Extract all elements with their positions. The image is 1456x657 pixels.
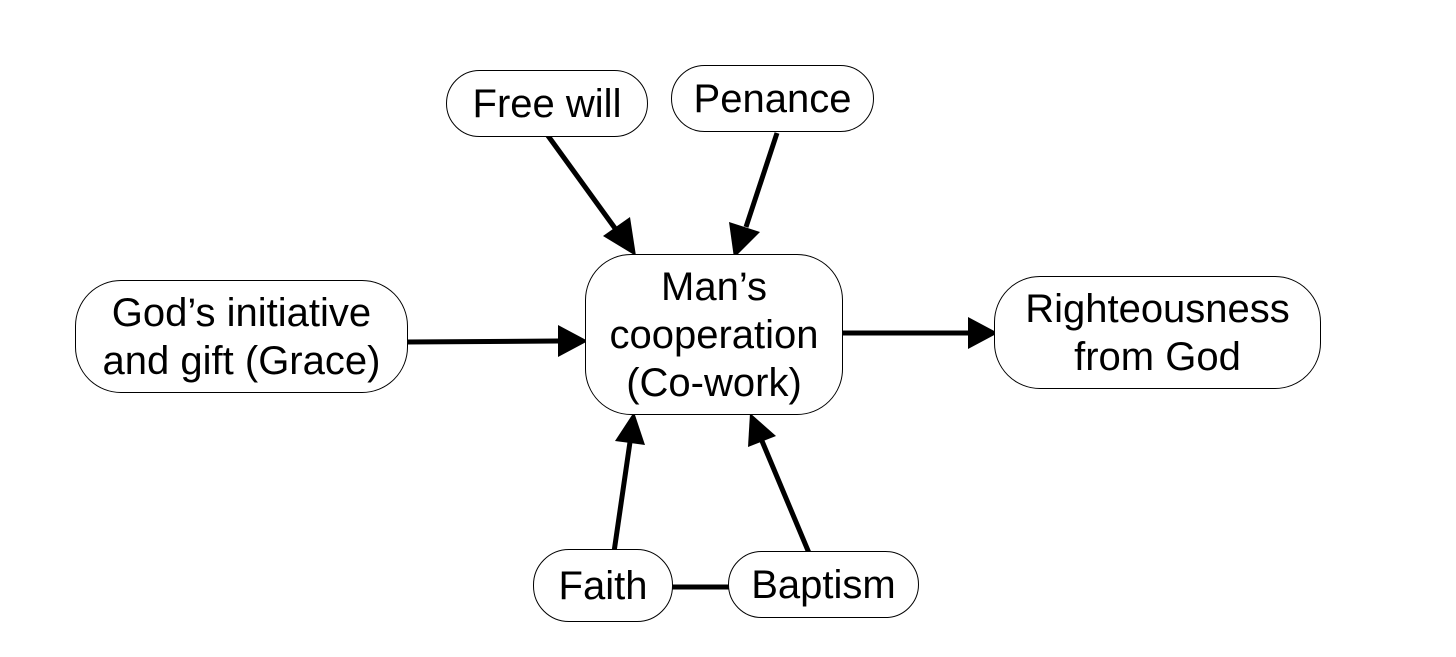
node-penance: Penance — [671, 65, 874, 132]
node-free-will: Free will — [446, 70, 648, 137]
arrow-free-will-to-cooperation — [543, 131, 636, 256]
arrow-faith-to-cooperation — [611, 412, 645, 553]
node-faith: Faith — [533, 549, 673, 622]
arrow-grace-to-cooperation — [405, 325, 588, 357]
node-gods-initiative-grace: God’s initiative and gift (Grace) — [75, 280, 408, 393]
arrow-penance-to-cooperation — [729, 132, 780, 258]
node-righteousness-from-god: Righteousness from God — [994, 276, 1321, 389]
arrow-cooperation-to-righteousness — [843, 317, 998, 349]
node-baptism: Baptism — [728, 551, 919, 618]
node-mans-cooperation: Man’s cooperation (Co-work) — [585, 254, 843, 415]
arrow-baptism-to-cooperation — [748, 413, 812, 554]
